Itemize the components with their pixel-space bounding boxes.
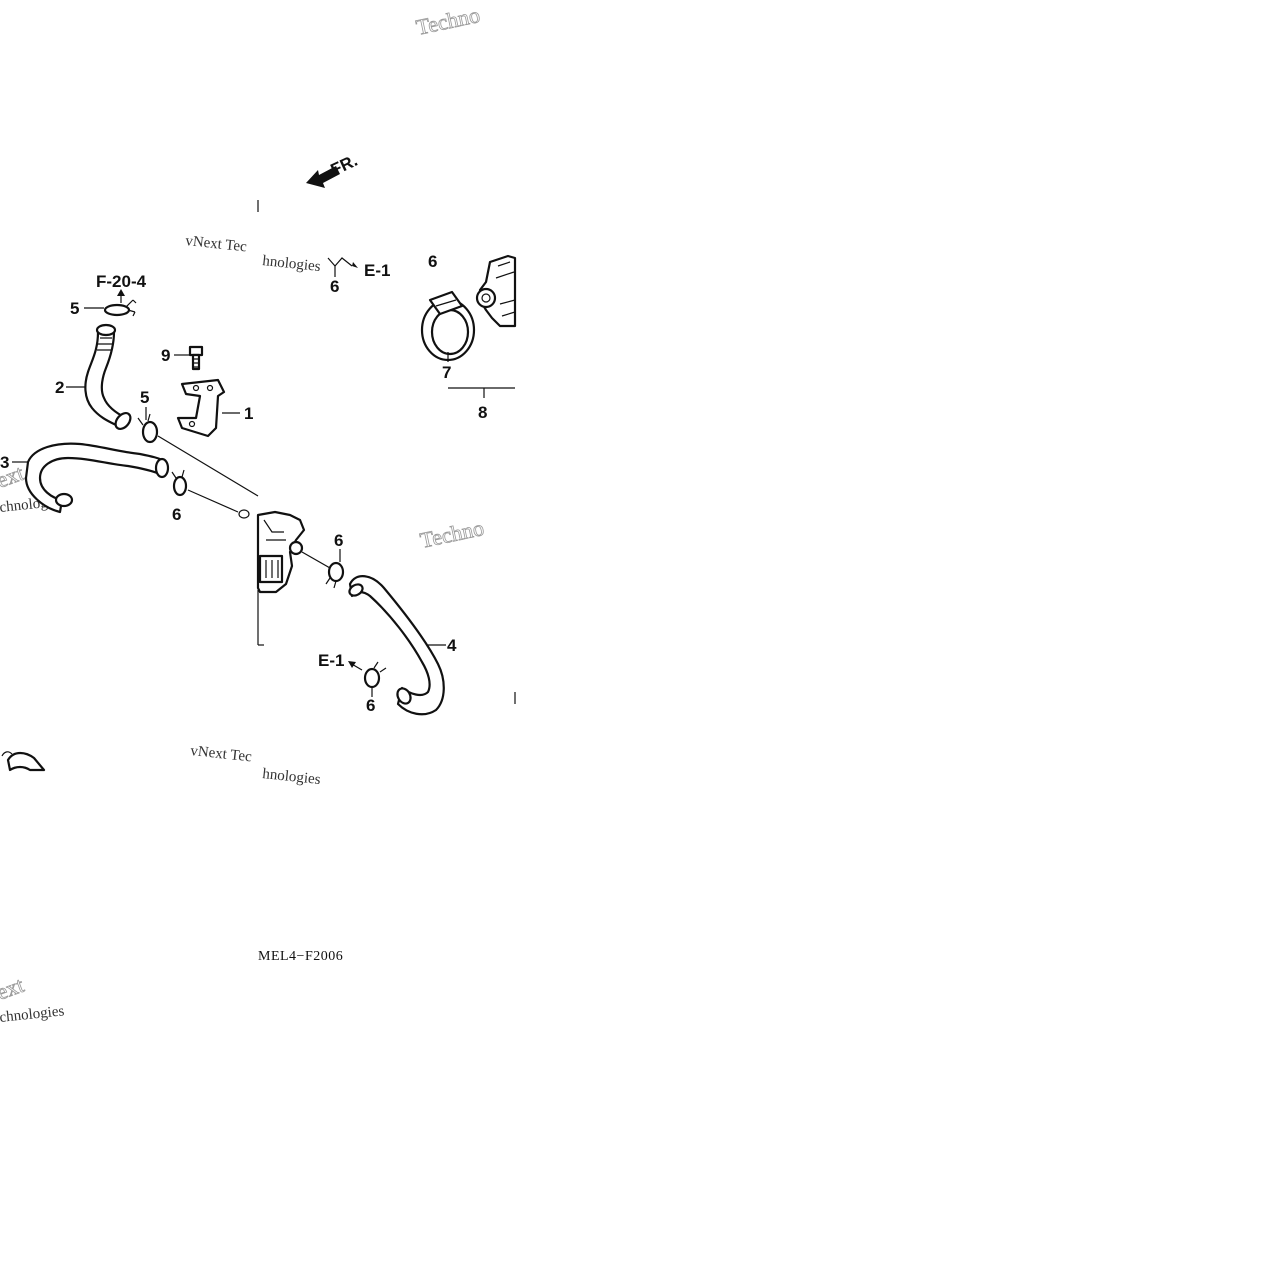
watermark-text: ext [0,972,27,1005]
water-hose-4 [348,575,445,716]
callout-5: 5 [70,299,79,318]
hose-clip-6-center [325,561,345,589]
callout-6: 6 [172,505,181,524]
leader-line [301,551,331,569]
hose-bracket-1 [176,378,226,438]
callout-4: 4 [447,636,457,655]
watermark-text: hnologies [262,766,322,788]
watermark-text: hnologies [262,253,322,275]
arrow-head-icon [352,262,358,268]
reference-e1-bottom: E-1 [318,651,344,670]
hose-clip-6-bottom [363,661,387,689]
callout-6: 6 [334,531,343,550]
drawing-code: MEL4−F2006 [258,949,343,964]
hose-clip-5-mid [137,413,159,444]
water-hose-3 [24,442,170,514]
hose-clip-6-left [171,469,188,497]
callout-7: 7 [442,363,451,382]
callout-6: 6 [428,252,437,271]
callout-1: 1 [244,404,253,423]
watermark-text: Techno [418,515,486,553]
leader-line [187,489,239,513]
valve-assembly-partial [475,254,517,328]
arrow-head-icon [348,661,356,668]
fitting-edge [238,509,250,519]
thermostat-housing-partial [256,510,306,594]
front-direction-arrow-icon [306,166,340,188]
callout-5: 5 [140,388,149,407]
flange-bolt-9 [188,345,204,371]
hose-band-7 [420,290,476,362]
hose-fitting-partial [1,751,46,772]
leader-line [327,257,353,267]
leader-line [157,435,259,497]
callout-2: 2 [55,378,64,397]
water-hose-2 [84,323,132,430]
hose-clip-5-top [103,299,137,317]
callout-6: 6 [366,696,375,715]
callout-8: 8 [478,403,487,422]
watermark-text: Techno [414,2,482,40]
arrow-head-icon [117,289,125,296]
callout-9: 9 [161,346,170,365]
callout-6: 6 [330,277,339,296]
reference-e1-top: E-1 [364,261,390,280]
watermark-text: vNext Tec [185,233,248,255]
watermark-text: chnologies [0,1003,65,1026]
callout-3: 3 [0,453,9,472]
watermark-text: vNext Tec [190,743,253,765]
reference-f20-4: F-20-4 [96,272,147,291]
